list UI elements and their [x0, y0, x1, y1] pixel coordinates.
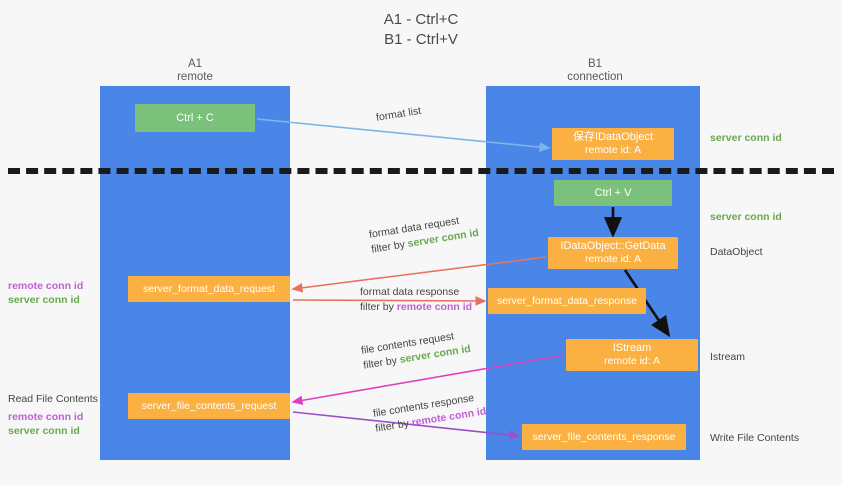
annotation-conn-id-pair-bottom: remote conn id server conn id	[8, 410, 83, 438]
edge-label-format-data-response-filter: filter by remote conn id	[360, 300, 472, 315]
annotation-server-conn-id-top: server conn id	[710, 132, 782, 144]
edge-label-format-list: format list	[375, 104, 422, 126]
filter-target-remote-conn-id: remote conn id	[396, 301, 473, 313]
annotation-istream: Istream	[710, 351, 746, 363]
annotation-server-conn-id-second: server conn id	[710, 211, 782, 223]
node-istream-label: IStream	[612, 342, 652, 354]
edge-label-file-contents-request: file contents request filter by server c…	[360, 327, 472, 374]
annotation-dataobject: DataObject	[710, 246, 763, 258]
node-save-idataobject-label: 保存IDataObject	[572, 131, 654, 143]
annotation-remote-conn-id: remote conn id	[8, 411, 84, 423]
column-header-b1: B1 connection	[567, 58, 623, 83]
node-server-file-contents-response[interactable]: server_file_contents_response	[522, 424, 686, 450]
edge-label-file-contents-response: file contents response filter by remote …	[372, 389, 487, 436]
node-idataobject-getdata-sub: remote id: A	[584, 253, 642, 265]
page-title: A1 - Ctrl+C B1 - Ctrl+V	[383, 11, 459, 48]
edge-label-format-list-line1: format list	[375, 104, 422, 124]
annotation-server-conn-id: server conn id	[8, 425, 80, 437]
edge-label-format-data-request: format data request filter by server con…	[368, 211, 480, 258]
node-server-format-data-request-label: server_format_data_request	[143, 282, 275, 295]
node-ctrl-c[interactable]: Ctrl + C	[135, 104, 255, 132]
node-server-file-contents-request-label: server_file_contents_request	[141, 399, 277, 412]
annotation-read-file-contents: Read File Contents	[8, 393, 98, 405]
annotation-write-file-contents: Write File Contents	[710, 432, 800, 444]
node-ctrl-v-label: Ctrl + V	[594, 186, 632, 199]
edge-label-format-data-response-line1: format data response	[360, 286, 460, 298]
filter-prefix: filter by	[360, 301, 397, 313]
node-istream[interactable]: IStream remote id: A	[566, 339, 698, 371]
column-header-a1: A1 remote	[177, 58, 213, 83]
edge-label-format-data-response: format data response filter by remote co…	[360, 285, 472, 315]
phase-divider	[8, 168, 834, 174]
node-save-idataobject-sub: remote id: A	[584, 144, 642, 156]
node-server-format-data-response[interactable]: server_format_data_response	[488, 288, 646, 314]
node-idataobject-getdata-label: IDataObject::GetData	[560, 240, 666, 252]
node-server-format-data-response-label: server_format_data_response	[496, 294, 638, 307]
node-istream-sub: remote id: A	[603, 355, 661, 367]
node-ctrl-v[interactable]: Ctrl + V	[554, 180, 672, 206]
node-server-format-data-request[interactable]: server_format_data_request	[128, 276, 290, 302]
node-server-file-contents-request[interactable]: server_file_contents_request	[128, 393, 290, 419]
node-idataobject-getdata[interactable]: IDataObject::GetData remote id: A	[548, 237, 678, 269]
annotation-remote-conn-id: remote conn id	[8, 280, 84, 292]
node-server-file-contents-response-label: server_file_contents_response	[532, 430, 676, 443]
node-save-idataobject[interactable]: 保存IDataObject remote id: A	[552, 128, 674, 160]
annotation-conn-id-pair-top: remote conn id server conn id	[8, 279, 83, 307]
node-ctrl-c-label: Ctrl + C	[176, 111, 214, 124]
annotation-server-conn-id: server conn id	[8, 294, 80, 306]
